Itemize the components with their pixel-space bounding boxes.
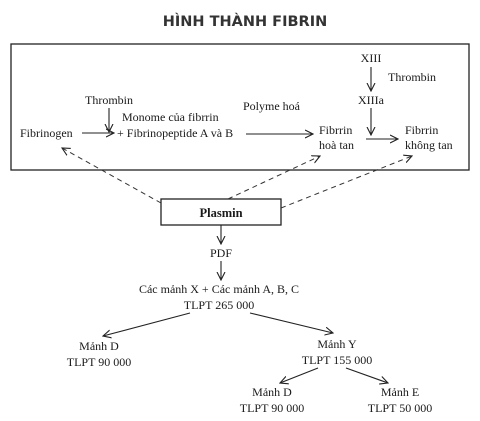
fragment-d1-name: Mảnh D: [79, 339, 119, 353]
arrow-to-fragment-y: [249, 312, 333, 333]
monome-label: Monome của fibrrin: [122, 110, 219, 124]
arrow-to-fragment-d2: [280, 367, 319, 383]
fibrin-insoluble-label: Fibrrin: [405, 123, 438, 137]
factor-xiiia: XIIIa: [358, 93, 385, 107]
fragment-e-name: Mảnh E: [381, 385, 419, 399]
fibrinogen-label: Fibrinogen: [20, 126, 73, 140]
fibrin-insoluble-sublabel: không tan: [405, 138, 453, 152]
arrow-to-fragment-e: [345, 367, 388, 383]
fragments-xabc-label: Các mảnh X + Các mảnh A, B, C: [139, 282, 299, 296]
dashed-plasmin-fibrinogen: [62, 148, 162, 204]
pdf-label: PDF: [210, 246, 232, 260]
fragment-d2-name: Mảnh D: [252, 385, 292, 399]
fragment-y-name: Mảnh Y: [317, 337, 357, 351]
fibrinopeptide-label: + Fibrinopeptide A và B: [117, 126, 233, 140]
fragments-xabc-mw: TLPT 265 000: [184, 298, 254, 312]
dashed-plasmin-fibrin-soluble: [227, 156, 320, 200]
fragment-d2-mw: TLPT 90 000: [240, 401, 304, 415]
polymerization-label: Polyme hoá: [243, 99, 301, 113]
diagram-title: HÌNH THÀNH FIBRIN: [163, 13, 327, 30]
fibrin-soluble-sublabel: hoà tan: [319, 138, 354, 152]
thrombin-left-label: Thrombin: [85, 93, 133, 107]
fragment-d1-mw: TLPT 90 000: [67, 355, 131, 369]
plasmin-label: Plasmin: [199, 206, 242, 220]
fragment-y-mw: TLPT 155 000: [302, 353, 372, 367]
dashed-plasmin-fibrin-insoluble: [280, 156, 412, 209]
arrow-to-fragment-d1: [103, 312, 191, 336]
formation-box: [10, 43, 470, 171]
fragment-e-mw: TLPT 50 000: [368, 401, 432, 415]
factor-xiii: XIII: [361, 51, 382, 65]
thrombin-right-label: Thrombin: [388, 70, 436, 84]
fibrin-soluble-label: Fibrrin: [319, 123, 352, 137]
